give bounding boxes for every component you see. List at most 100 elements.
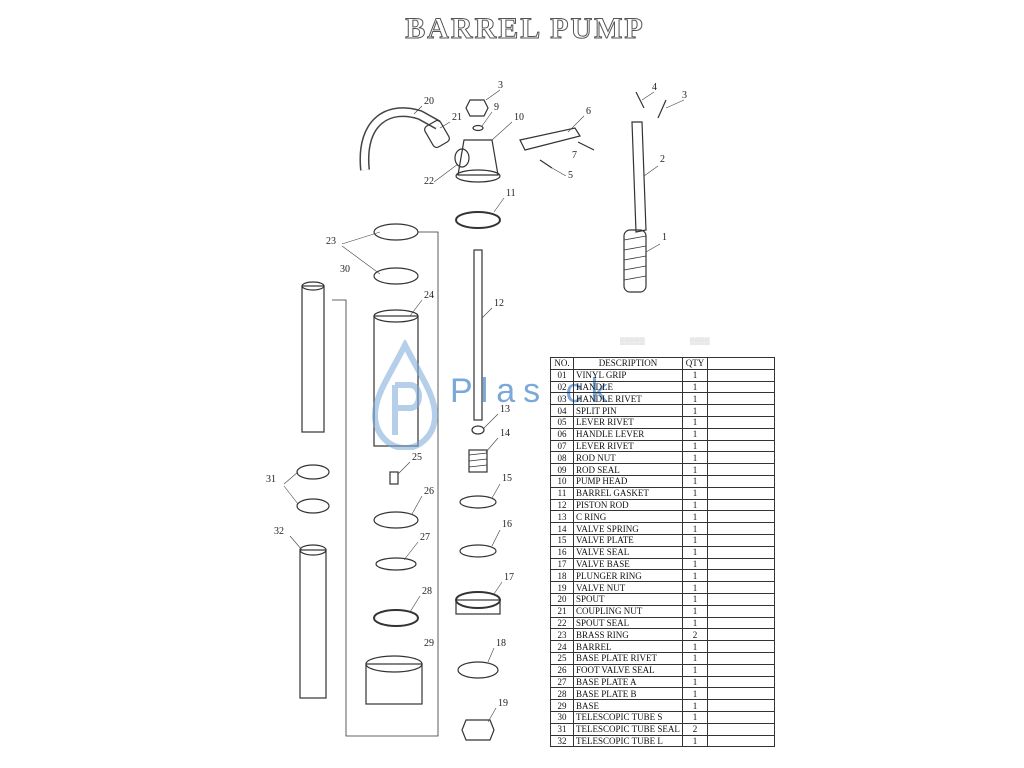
lever-rivet-part-2 <box>577 141 595 151</box>
callout-17: 17 <box>504 572 514 583</box>
cell-description: BASE <box>573 699 683 712</box>
cell-qty: 1 <box>682 533 708 547</box>
telescopic-tube-l-part <box>299 549 327 699</box>
c-ring-part <box>471 425 485 435</box>
cell-no: 12 <box>550 498 574 512</box>
cell-description: TELESCOPIC TUBE L <box>573 734 683 748</box>
cell-no: 29 <box>550 699 574 712</box>
cell-qty: 1 <box>682 699 708 712</box>
callout-30: 30 <box>340 264 350 275</box>
callout-6: 6 <box>586 106 591 117</box>
barrel-gasket-part <box>455 211 501 229</box>
cell-no: 09 <box>550 463 574 476</box>
cell-qty: 1 <box>682 451 708 465</box>
callout-2: 2 <box>660 154 665 165</box>
telescopic-tube-seal-part-b <box>296 498 330 514</box>
cell-no: 14 <box>550 522 574 535</box>
cell-blank <box>707 557 775 571</box>
callout-19: 19 <box>498 698 508 709</box>
cell-description: HANDLE LEVER <box>573 427 683 441</box>
cell-no: 02 <box>550 380 574 394</box>
cell-blank <box>707 368 775 382</box>
cell-no: 27 <box>550 675 574 689</box>
cell-blank <box>707 628 775 642</box>
cell-description: LEVER RIVET <box>573 415 683 429</box>
cell-description: LEVER RIVET <box>573 439 683 453</box>
callout-13: 13 <box>500 404 510 415</box>
cell-description: BASE PLATE RIVET <box>573 651 683 665</box>
cell-no: 06 <box>550 427 574 441</box>
cell-no: 15 <box>550 533 574 547</box>
valve-plate-part <box>459 495 497 509</box>
header-blank <box>707 357 775 370</box>
callout-31: 31 <box>266 474 276 485</box>
cell-no: 19 <box>550 581 574 594</box>
brass-ring-part-a <box>373 223 419 241</box>
vinyl-grip-part <box>623 229 647 293</box>
cell-blank <box>707 463 775 476</box>
cell-qty: 1 <box>682 474 708 488</box>
cell-qty: 1 <box>682 545 708 559</box>
cell-qty: 1 <box>682 557 708 571</box>
telescopic-tube-seal-part-a <box>296 464 330 480</box>
handle-part <box>631 121 647 233</box>
plunger-ring-part <box>457 661 499 679</box>
cell-blank <box>707 510 775 524</box>
callout-1: 1 <box>662 232 667 243</box>
cell-blank <box>707 699 775 712</box>
cell-description: PUMP HEAD <box>573 474 683 488</box>
diagram-title: BARREL PUMP <box>405 12 645 46</box>
cell-description: SPLIT PIN <box>573 404 683 417</box>
cell-blank <box>707 404 775 417</box>
cell-blank <box>707 710 775 724</box>
cell-blank <box>707 498 775 512</box>
cell-description: BASE PLATE B <box>573 687 683 701</box>
faint-stamp-right: ▒▒▒▒ <box>690 338 710 345</box>
callout-15: 15 <box>502 473 512 484</box>
cell-no: 18 <box>550 569 574 583</box>
cell-qty: 1 <box>682 675 708 689</box>
callout-14: 14 <box>500 428 510 439</box>
callout-21: 21 <box>452 112 462 123</box>
cell-no: 01 <box>550 368 574 382</box>
valve-seal-part <box>459 544 497 558</box>
cell-no: 30 <box>550 710 574 724</box>
cell-qty: 1 <box>682 581 708 594</box>
cell-qty: 1 <box>682 687 708 701</box>
cell-qty: 1 <box>682 368 708 382</box>
cell-blank <box>707 439 775 453</box>
cell-blank <box>707 651 775 665</box>
valve-nut-part <box>461 719 495 741</box>
cell-description: VALVE NUT <box>573 581 683 594</box>
cell-qty: 1 <box>682 439 708 453</box>
callout-7: 7 <box>572 150 577 161</box>
leader-lines <box>283 89 685 723</box>
cell-blank <box>707 604 775 618</box>
cell-blank <box>707 640 775 653</box>
cell-qty: 1 <box>682 640 708 653</box>
cell-no: 23 <box>550 628 574 642</box>
cell-blank <box>707 486 775 500</box>
cell-qty: 1 <box>682 380 708 394</box>
header-description: DESCRIPTION <box>573 357 683 370</box>
cell-no: 04 <box>550 404 574 417</box>
header-qty: QTY <box>682 357 708 370</box>
cell-no: 24 <box>550 640 574 653</box>
cell-description: ROD NUT <box>573 451 683 465</box>
cell-no: 08 <box>550 451 574 465</box>
cell-description: FOOT VALVE SEAL <box>573 663 683 677</box>
cell-qty: 1 <box>682 616 708 630</box>
cell-blank <box>707 427 775 441</box>
cell-description: TELESCOPIC TUBE S <box>573 710 683 724</box>
